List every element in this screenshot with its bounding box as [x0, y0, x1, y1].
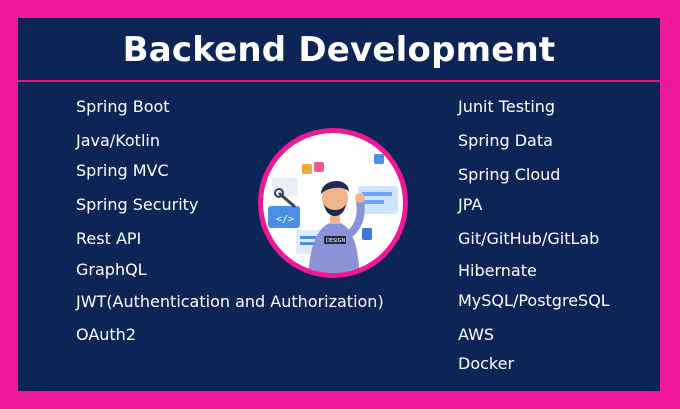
skill-item: AWS — [458, 325, 495, 344]
skill-item: Docker — [458, 354, 515, 373]
shirt-badge-text: DESIGN — [326, 238, 346, 244]
skill-item: Spring Data — [458, 131, 553, 150]
svg-text:</>: </> — [276, 214, 294, 225]
skill-item: Spring Boot — [76, 97, 170, 116]
skill-item: Junit Testing — [458, 97, 556, 116]
skill-item: Hibernate — [458, 261, 537, 280]
skill-item: GraphQL — [76, 260, 147, 279]
skill-item: Spring MVC — [76, 161, 169, 180]
skill-item: JWT(Authentication and Authorization) — [76, 292, 384, 311]
developer-illustration: </> — [258, 128, 408, 278]
skill-item: Spring Cloud — [458, 165, 561, 184]
skill-item: Java/Kotlin — [76, 131, 160, 150]
skill-item: JPA — [458, 195, 483, 214]
skill-item: Git/GitHub/GitLab — [458, 229, 600, 248]
page-title: Backend Development — [122, 30, 556, 70]
title-divider — [18, 80, 660, 82]
skill-item: MySQL/PostgreSQL — [458, 291, 610, 310]
developer-illustration-graphic: </> — [263, 133, 403, 273]
skill-item: OAuth2 — [76, 325, 136, 344]
banner-panel: Backend Development Spring Boot Java/Kot… — [18, 18, 660, 391]
skill-item: Rest API — [76, 229, 142, 248]
skill-item: Spring Security — [76, 195, 199, 214]
